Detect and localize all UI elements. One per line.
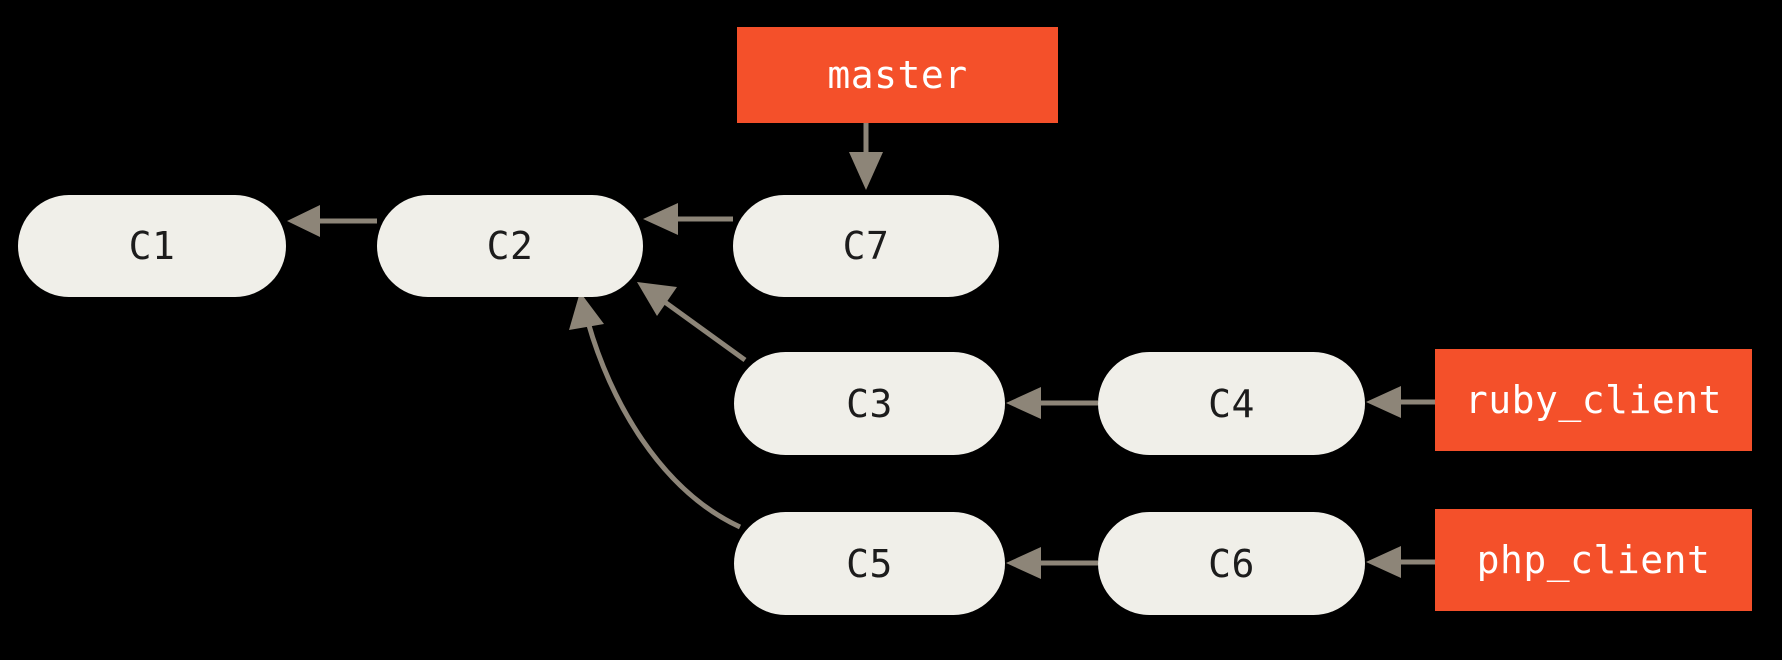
edge-ruby-client-to-c4 [1366, 386, 1435, 418]
edge-c3-to-c2 [637, 282, 747, 363]
commit-node-c6[interactable]: C6 [1098, 512, 1365, 615]
commit-node-c7[interactable]: C7 [733, 195, 999, 297]
edge-c5-to-c2 [569, 292, 742, 530]
commit-label-c2: C2 [486, 224, 534, 268]
commit-label-c5: C5 [846, 541, 893, 586]
edge-c2-to-c1 [287, 205, 377, 237]
edge-c7-to-c2 [643, 203, 733, 235]
commit-node-c3[interactable]: C3 [734, 352, 1005, 455]
commit-label-c4: C4 [1208, 381, 1255, 426]
branch-text-php-client: php_client [1476, 538, 1711, 582]
branch-label-ruby-client[interactable]: ruby_client [1435, 349, 1752, 451]
commit-label-c6: C6 [1208, 541, 1255, 586]
branch-text-ruby-client: ruby_client [1464, 378, 1723, 422]
commit-label-c3: C3 [846, 381, 893, 426]
edge-master-to-c7 [849, 123, 883, 190]
edge-c4-to-c3 [1006, 387, 1098, 419]
commit-label-c7: C7 [842, 224, 890, 268]
branch-label-php-client[interactable]: php_client [1435, 509, 1752, 611]
commit-node-c2[interactable]: C2 [377, 195, 643, 297]
commit-label-c1: C1 [128, 224, 176, 268]
branch-text-master: master [827, 53, 968, 97]
branch-label-master[interactable]: master [737, 27, 1058, 123]
commit-node-c5[interactable]: C5 [734, 512, 1005, 615]
edge-php-client-to-c6 [1366, 546, 1435, 578]
edge-c6-to-c5 [1006, 547, 1098, 579]
commit-node-c4[interactable]: C4 [1098, 352, 1365, 455]
commit-node-c1[interactable]: C1 [18, 195, 286, 297]
